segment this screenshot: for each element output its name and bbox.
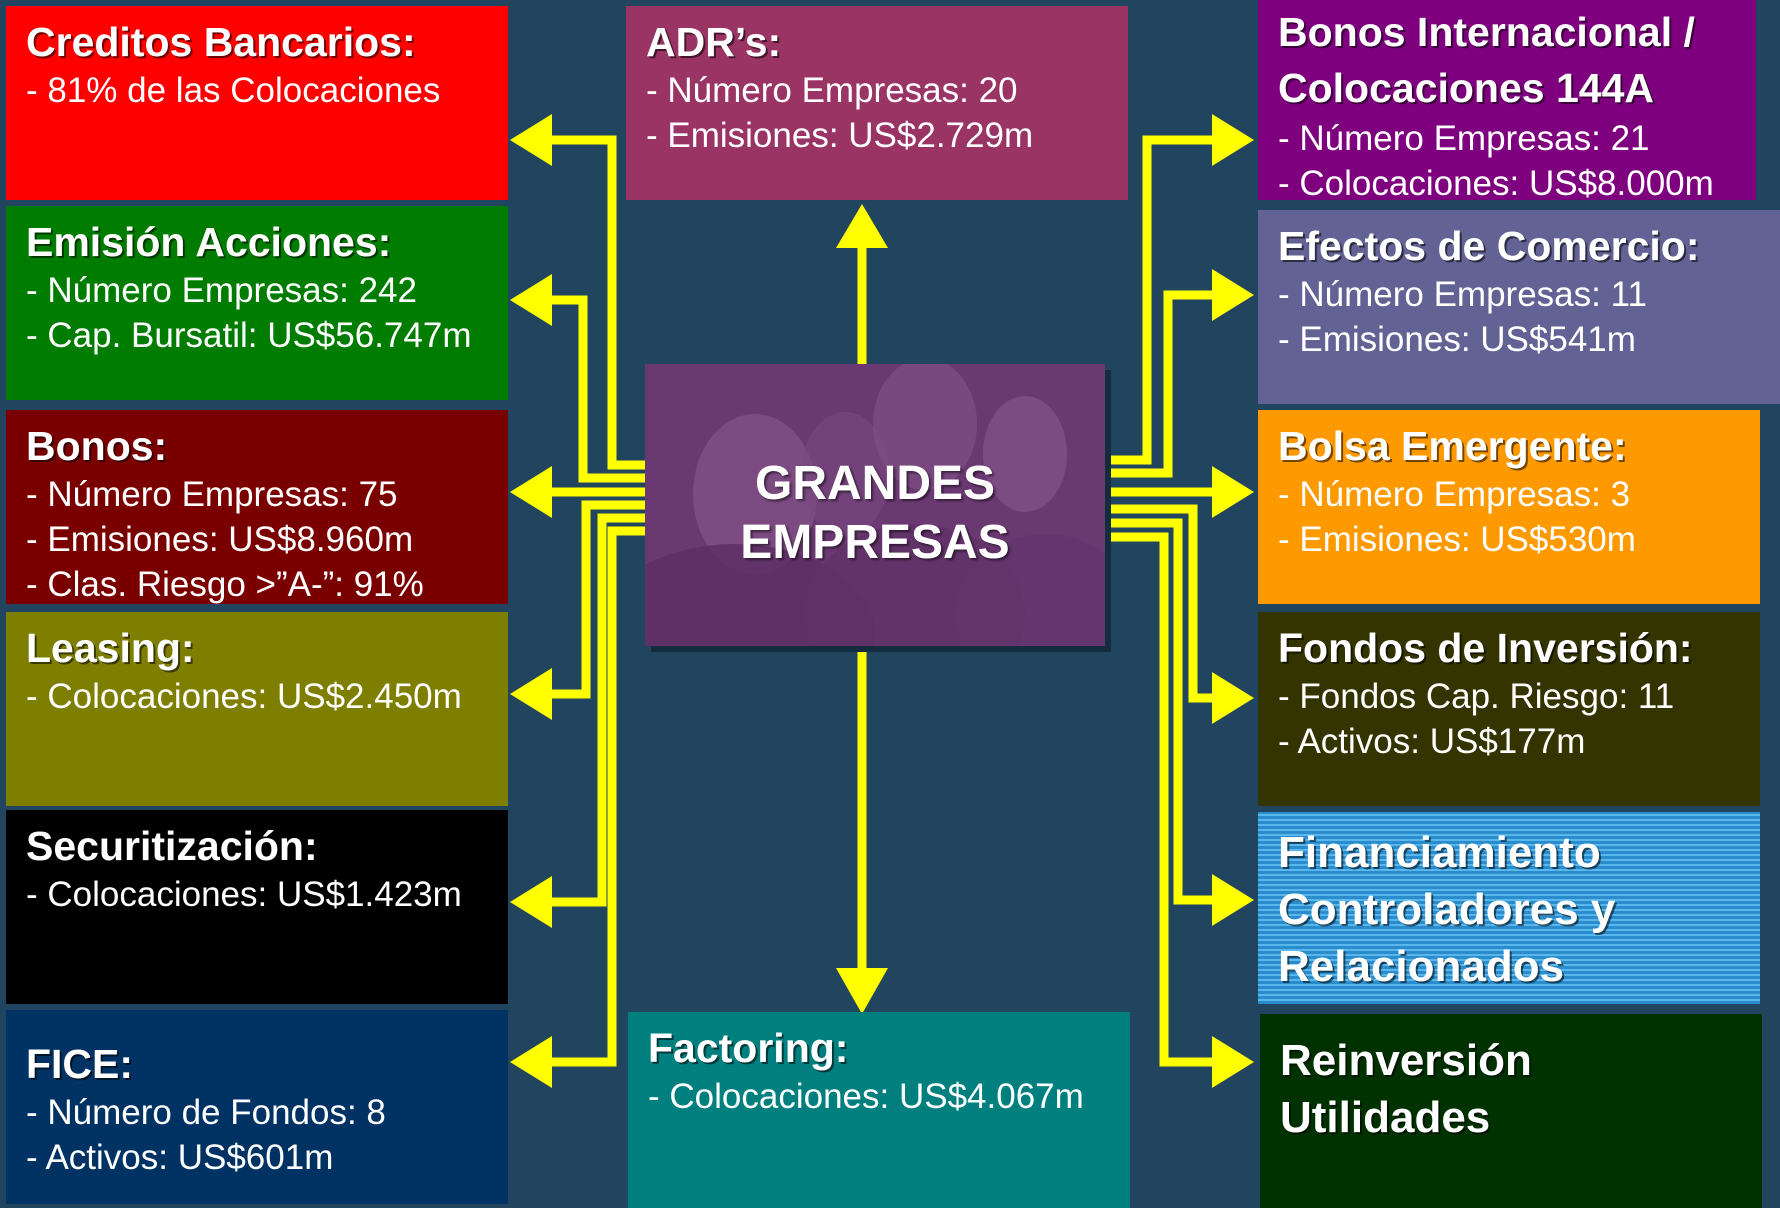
- box-title: Efectos de Comercio:: [1278, 223, 1700, 269]
- left-arrowhead: [510, 466, 552, 518]
- box-line: - Número de Fondos: 8: [26, 1093, 386, 1132]
- bonos-internacional-box: Bonos Internacional / Colocaciones 144A …: [1258, 0, 1756, 200]
- center-line-1: GRANDES: [754, 457, 996, 510]
- efectos-comercio-box: Efectos de Comercio: - Número Empresas: …: [1258, 210, 1780, 404]
- box-title: Bolsa Emergente:: [1278, 423, 1627, 469]
- box-title: Creditos Bancarios:: [26, 19, 416, 65]
- right-arrowhead: [1212, 1036, 1254, 1088]
- box-line: - Número Empresas: 11: [1278, 275, 1647, 314]
- box-line: - Número Empresas: 20: [646, 71, 1018, 110]
- grandes-empresas-center: GRANDES EMPRESAS: [645, 364, 1105, 646]
- box-line: - Emisiones: US$2.729m: [646, 116, 1034, 155]
- box-title: Bonos:: [26, 423, 168, 469]
- box-title: Financiamiento Controladores y Relaciona…: [1278, 828, 1616, 991]
- left-arrowhead: [510, 114, 552, 166]
- box-line: - Número Empresas: 21: [1278, 119, 1650, 158]
- box-title: Fondos de Inversión:: [1278, 625, 1693, 671]
- right-connector-line: [1105, 532, 1215, 1067]
- center-line-2: EMPRESAS: [740, 516, 1010, 569]
- left-connector-line: [550, 526, 645, 1067]
- securitizacion-box: Securitización: - Colocaciones: US$1.423…: [6, 810, 508, 1004]
- left-arrowhead: [510, 274, 552, 326]
- right-arrowhead: [1212, 874, 1254, 926]
- center-title: GRANDES EMPRESAS: [645, 454, 1105, 572]
- left-arrowhead: [510, 1036, 552, 1088]
- right-connector-line: [1105, 518, 1215, 905]
- right-connector-line: [1105, 290, 1215, 478]
- fice-box: FICE: - Número de Fondos: 8 - Activos: U…: [6, 1010, 508, 1204]
- box-line: - Activos: US$177m: [1278, 722, 1586, 761]
- box-line: - Emisiones: US$541m: [1278, 320, 1636, 359]
- box-line: - Emisiones: US$8.960m: [26, 520, 414, 559]
- people-photo: [645, 364, 1105, 646]
- box-line: - Número Empresas: 75: [26, 475, 398, 514]
- fondos-inversion-box: Fondos de Inversión: - Fondos Cap. Riesg…: [1258, 612, 1760, 806]
- right-arrowhead: [1212, 269, 1254, 321]
- left-connector-line: [550, 513, 645, 907]
- left-connector-line: [550, 295, 645, 483]
- left-connector-line: [550, 500, 645, 699]
- right-connector-line: [1105, 504, 1215, 703]
- box-line: - Cap. Bursatil: US$56.747m: [26, 316, 472, 355]
- box-line: - Colocaciones: US$1.423m: [26, 875, 462, 914]
- down-arrowhead: [836, 968, 888, 1014]
- box-line: - Fondos Cap. Riesgo: 11: [1278, 677, 1675, 716]
- box-title: Reinversión Utilidades: [1280, 1036, 1532, 1142]
- box-line: - Clas. Riesgo >”A-”: 91%: [26, 565, 424, 604]
- box-line: - Colocaciones: US$4.067m: [648, 1077, 1084, 1116]
- financiamiento-controladores-box: Financiamiento Controladores y Relaciona…: [1258, 812, 1760, 1004]
- box-title: Factoring:: [648, 1025, 849, 1071]
- up-arrowhead: [836, 204, 888, 248]
- left-arrowhead: [510, 876, 552, 928]
- box-title: Emisión Acciones:: [26, 219, 392, 265]
- box-line: - Activos: US$601m: [26, 1138, 334, 1177]
- box-title: ADR’s:: [646, 19, 782, 65]
- reinversion-utilidades-box: Reinversión Utilidades: [1260, 1014, 1762, 1208]
- box-line: - Colocaciones: US$8.000m: [1278, 164, 1714, 200]
- box-line: - 81% de las Colocaciones: [26, 71, 441, 110]
- right-arrowhead: [1212, 672, 1254, 724]
- right-connector-line: [1105, 135, 1215, 465]
- emision-acciones-box: Emisión Acciones: - Número Empresas: 242…: [6, 206, 508, 400]
- box-title: Leasing:: [26, 625, 195, 671]
- box-line: - Número Empresas: 242: [26, 271, 417, 310]
- box-line: - Número Empresas: 3: [1278, 475, 1631, 514]
- adrs-box: ADR’s: - Número Empresas: 20 - Emisiones…: [626, 6, 1128, 200]
- bonos-box: Bonos: - Número Empresas: 75 - Emisiones…: [6, 410, 508, 604]
- box-line: - Emisiones: US$530m: [1278, 520, 1636, 559]
- left-arrowhead: [510, 668, 552, 720]
- right-arrowhead: [1212, 114, 1254, 166]
- bolsa-emergente-box: Bolsa Emergente: - Número Empresas: 3 - …: [1258, 410, 1760, 604]
- box-line: - Colocaciones: US$2.450m: [26, 677, 462, 716]
- creditos-bancarios-box: Creditos Bancarios: - 81% de las Colocac…: [6, 6, 508, 200]
- factoring-box: Factoring: - Colocaciones: US$4.067m: [628, 1012, 1130, 1208]
- right-arrowhead: [1212, 466, 1254, 518]
- left-connector-line: [550, 135, 645, 470]
- box-title: Bonos Internacional / Colocaciones 144A: [1278, 9, 1695, 111]
- box-title: FICE:: [26, 1041, 134, 1087]
- leasing-box: Leasing: - Colocaciones: US$2.450m: [6, 612, 508, 806]
- box-title: Securitización:: [26, 823, 318, 869]
